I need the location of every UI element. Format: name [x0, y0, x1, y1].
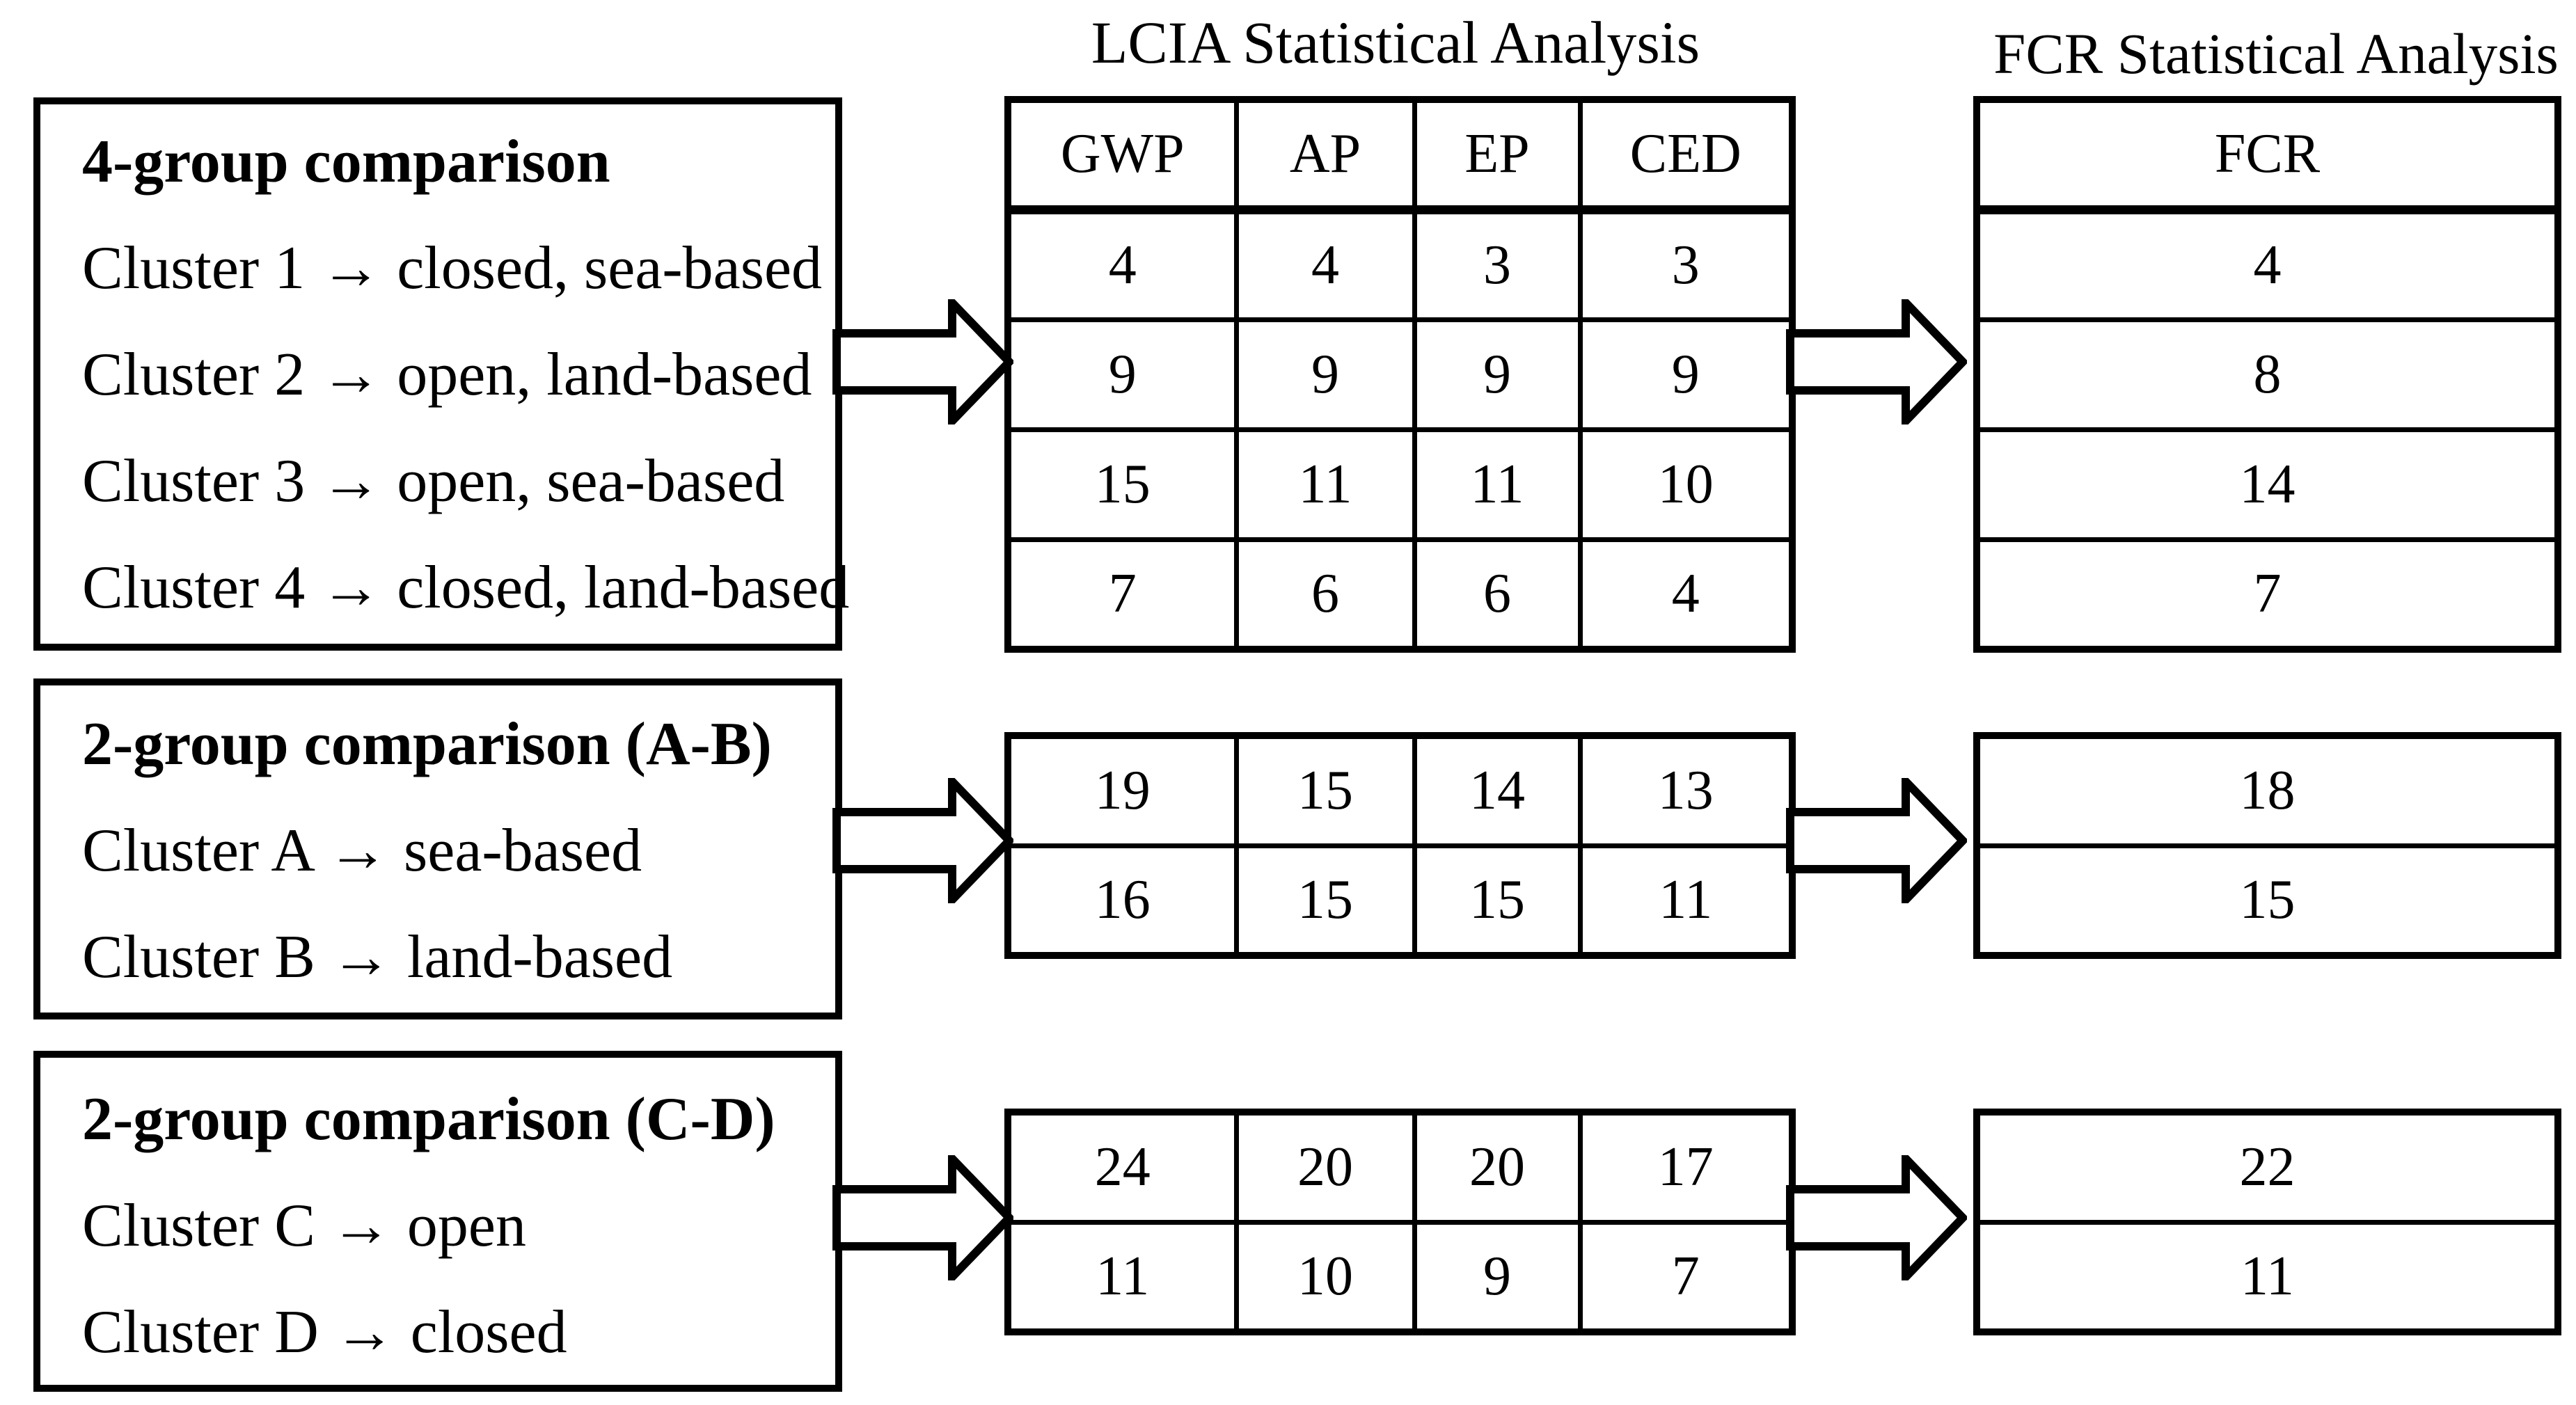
lcia-cell: 9 — [1233, 317, 1417, 432]
table-row: 11 — [1974, 1219, 2561, 1335]
fcr-cell: 18 — [1974, 733, 2561, 848]
flow-arrow-icon — [832, 1155, 1013, 1280]
table-header-row: GWP AP EP CED — [1005, 97, 1795, 214]
table-row: 19 15 14 13 — [1005, 733, 1795, 848]
lcia-cell: 15 — [1233, 843, 1417, 958]
lcia-cell: 15 — [1412, 843, 1583, 958]
lcia-cell: 9 — [1412, 1219, 1583, 1335]
cluster-line: Cluster 1 → closed, sea-based — [82, 235, 823, 302]
lcia-cell: 3 — [1577, 207, 1795, 322]
comparison-box-4group: 4-group comparison Cluster 1 → closed, s… — [33, 97, 850, 651]
fcr-header: FCR — [1974, 97, 2561, 214]
comparison-heading: 2-group comparison (A-B) — [82, 711, 772, 778]
fcr-table-cd: 22 11 — [1973, 1109, 2561, 1335]
fcr-cell: 11 — [1974, 1219, 2561, 1335]
lcia-cell: 11 — [1577, 843, 1795, 958]
lcia-cell: 9 — [1577, 317, 1795, 432]
fcr-table-ab: 18 15 — [1973, 732, 2561, 959]
fcr-cell: 4 — [1974, 207, 2561, 322]
table-row: 4 — [1974, 207, 2561, 322]
lcia-cell: 4 — [1005, 207, 1239, 322]
lcia-cell: 4 — [1233, 207, 1417, 322]
table-row: 16 15 15 11 — [1005, 843, 1795, 958]
lcia-table-4group: GWP AP EP CED 4 4 3 3 9 9 9 9 15 11 11 1… — [1004, 96, 1796, 653]
cluster-line: Cluster 3 → open, sea-based — [82, 447, 785, 515]
lcia-cell: 6 — [1412, 537, 1583, 652]
fcr-column-title: FCR Statistical Analysis — [1993, 22, 2559, 86]
cluster-line: Cluster 2 → open, land-based — [82, 341, 812, 408]
flow-arrow-icon — [832, 778, 1013, 903]
lcia-header-ep: EP — [1412, 97, 1583, 214]
lcia-header-ced: CED — [1577, 97, 1795, 214]
comparison-heading: 2-group comparison (C-D) — [82, 1086, 775, 1153]
table-row: 4 4 3 3 — [1005, 207, 1795, 322]
table-row: 18 — [1974, 733, 2561, 848]
lcia-cell: 11 — [1005, 1219, 1239, 1335]
table-row: 7 — [1974, 537, 2561, 652]
lcia-cell: 9 — [1005, 317, 1239, 432]
table-row: 15 11 11 10 — [1005, 427, 1795, 542]
cluster-line: Cluster A → sea-based — [82, 817, 642, 884]
table-row: 24 20 20 17 — [1005, 1109, 1795, 1225]
table-row: 7 6 6 4 — [1005, 537, 1795, 652]
lcia-cell: 4 — [1577, 537, 1795, 652]
cluster-line: Cluster D → closed — [82, 1299, 567, 1366]
lcia-cell: 14 — [1412, 733, 1583, 848]
lcia-cell: 11 — [1233, 427, 1417, 542]
lcia-cell: 15 — [1233, 733, 1417, 848]
comparison-box-cd: 2-group comparison (C-D) Cluster C → ope… — [33, 1051, 842, 1392]
lcia-cell: 15 — [1005, 427, 1239, 542]
table-row: 15 — [1974, 843, 2561, 958]
lcia-cell: 20 — [1412, 1109, 1583, 1225]
lcia-cell: 10 — [1233, 1219, 1417, 1335]
lcia-cell: 3 — [1412, 207, 1583, 322]
lcia-cell: 7 — [1005, 537, 1239, 652]
lcia-cell: 6 — [1233, 537, 1417, 652]
lcia-cell: 13 — [1577, 733, 1795, 848]
flow-arrow-icon — [832, 299, 1013, 424]
table-row: 11 10 9 7 — [1005, 1219, 1795, 1335]
lcia-cell: 7 — [1577, 1219, 1795, 1335]
flow-arrow-icon — [1786, 299, 1967, 424]
flow-arrow-icon — [1786, 778, 1967, 903]
table-row: 8 — [1974, 317, 2561, 432]
flow-arrow-icon — [1786, 1155, 1967, 1280]
lcia-header-ap: AP — [1233, 97, 1417, 214]
lcia-table-ab: 19 15 14 13 16 15 15 11 — [1004, 732, 1796, 959]
lcia-column-title: LCIA Statistical Analysis — [1091, 9, 1700, 76]
fcr-cell: 7 — [1974, 537, 2561, 652]
cluster-line: Cluster 4 → closed, land-based — [82, 554, 850, 621]
lcia-cell: 11 — [1412, 427, 1583, 542]
table-row: 9 9 9 9 — [1005, 317, 1795, 432]
cluster-line: Cluster B → land-based — [82, 923, 673, 991]
comparison-box-ab: 2-group comparison (A-B) Cluster A → sea… — [33, 678, 842, 1019]
fcr-cell: 15 — [1974, 843, 2561, 958]
comparison-heading: 4-group comparison — [82, 128, 610, 196]
fcr-table-4group: FCR 4 8 14 7 — [1973, 96, 2561, 653]
lcia-cell: 10 — [1577, 427, 1795, 542]
lcia-cell: 19 — [1005, 733, 1239, 848]
table-row: 22 — [1974, 1109, 2561, 1225]
lcia-cell: 24 — [1005, 1109, 1239, 1225]
lcia-header-gwp: GWP — [1005, 97, 1239, 214]
table-row: 14 — [1974, 427, 2561, 542]
lcia-cell: 20 — [1233, 1109, 1417, 1225]
fcr-cell: 14 — [1974, 427, 2561, 542]
cluster-line: Cluster C → open — [82, 1192, 526, 1260]
table-header-row: FCR — [1974, 97, 2561, 214]
lcia-cell: 9 — [1412, 317, 1583, 432]
lcia-cell: 16 — [1005, 843, 1239, 958]
lcia-table-cd: 24 20 20 17 11 10 9 7 — [1004, 1109, 1796, 1335]
fcr-cell: 8 — [1974, 317, 2561, 432]
fcr-cell: 22 — [1974, 1109, 2561, 1225]
lcia-cell: 17 — [1577, 1109, 1795, 1225]
